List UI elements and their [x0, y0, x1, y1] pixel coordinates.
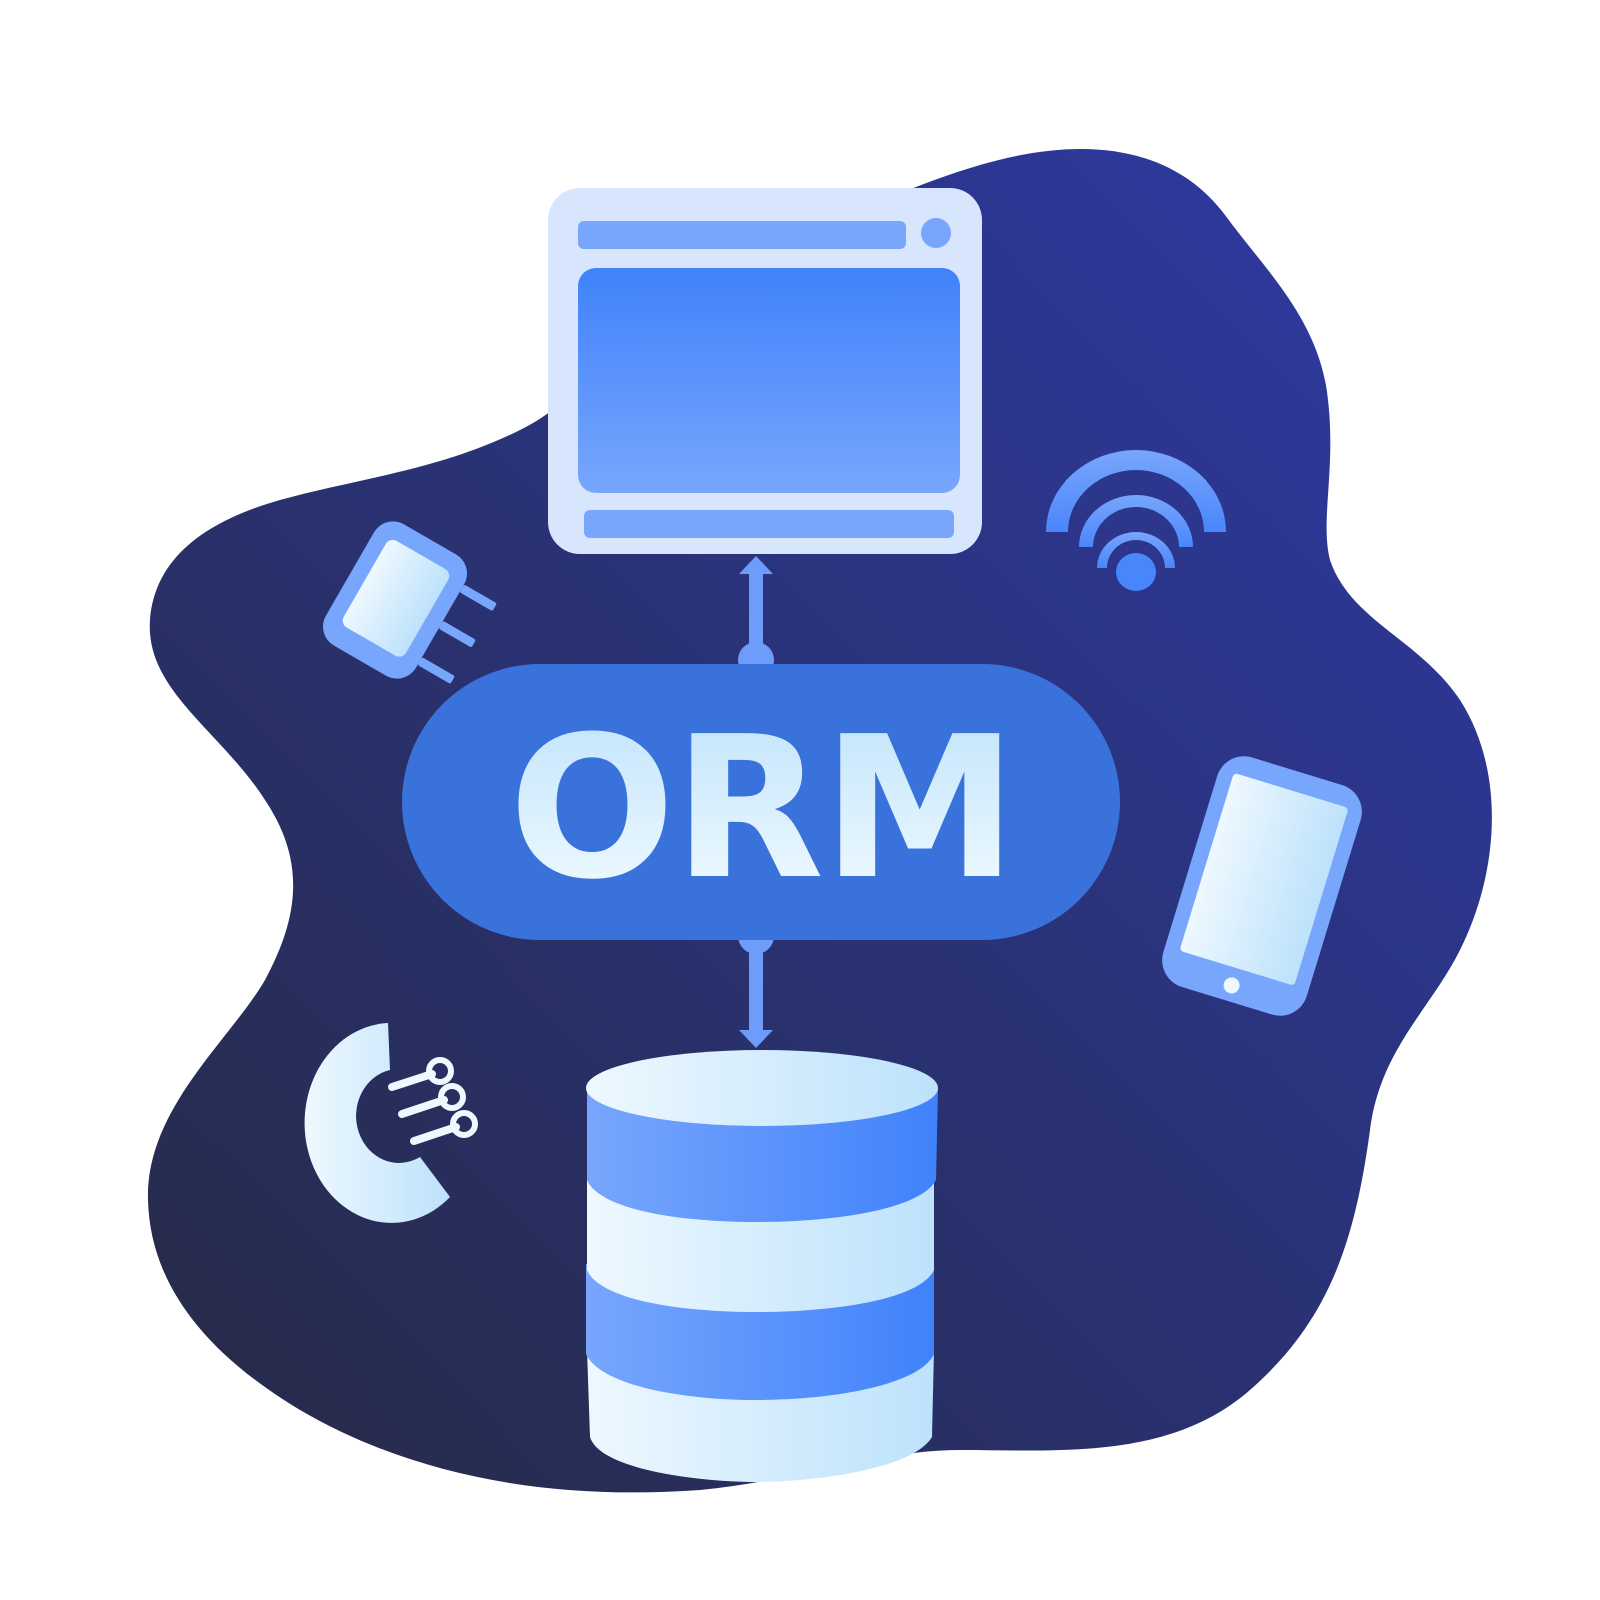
magnet-connector-icon — [304, 1023, 478, 1223]
orm-label: ORM — [509, 695, 1016, 923]
power-plug-icon — [323, 521, 497, 684]
browser-window-icon — [548, 188, 982, 554]
database-cylinder-icon — [586, 1050, 938, 1482]
orm-node: ORM — [402, 664, 1120, 940]
mobile-phone-icon — [1162, 756, 1362, 1016]
wifi-signal-icon — [1046, 450, 1226, 591]
